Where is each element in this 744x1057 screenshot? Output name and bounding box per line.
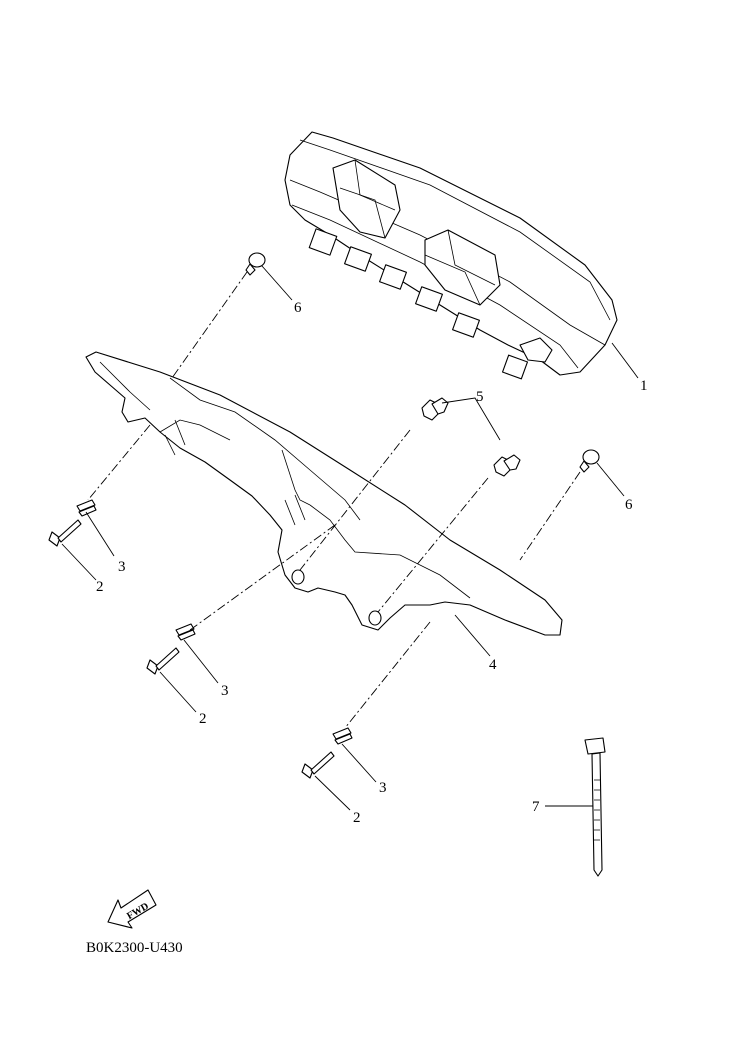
- bolt-right: [579, 449, 600, 473]
- callout-1: 1: [640, 378, 648, 394]
- callout-numbers: 1 2 2 2 3 3 3 4 5 6 6 7: [96, 300, 648, 826]
- callout-3c: 3: [379, 780, 387, 796]
- screw-washer-set-1: [48, 499, 97, 547]
- screw-washer-set-3: [301, 727, 353, 779]
- callout-2c: 2: [353, 810, 361, 826]
- callout-3a: 3: [118, 559, 126, 575]
- callout-4: 4: [489, 657, 497, 673]
- callout-3b: 3: [221, 683, 229, 699]
- callout-7: 7: [532, 799, 540, 815]
- bolt-upper: [245, 252, 266, 276]
- fwd-arrow-icon: FWD: [107, 889, 157, 929]
- screw-washer-set-2: [146, 623, 196, 675]
- clip-bolt-upper: [421, 397, 449, 421]
- assembly-lines: [87, 271, 581, 729]
- callout-6b: 6: [625, 497, 633, 513]
- callout-2a: 2: [96, 579, 104, 595]
- cable-tie: [584, 737, 606, 877]
- clip-bolt-lower: [493, 454, 521, 477]
- callout-2b: 2: [199, 711, 207, 727]
- callout-6a: 6: [294, 300, 302, 316]
- diagram-code: B0K2300-U430: [86, 940, 183, 956]
- meter-assembly: [284, 131, 618, 380]
- callout-5: 5: [476, 389, 484, 405]
- leader-lines: [61, 265, 639, 811]
- meter-bracket: [85, 351, 563, 636]
